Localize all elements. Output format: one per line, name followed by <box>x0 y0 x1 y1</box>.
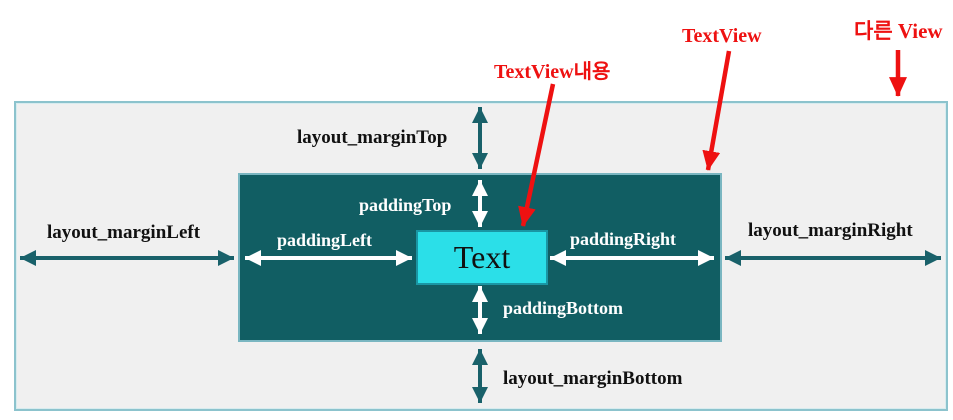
layout-margin-bottom-label: layout_marginBottom <box>503 368 683 389</box>
layout-margin-left-label: layout_marginLeft <box>47 222 201 243</box>
padding-right-label: paddingRight <box>570 229 677 249</box>
padding-left-label: paddingLeft <box>277 230 373 250</box>
padding-bottom-label: paddingBottom <box>503 298 624 318</box>
text-content-label: Text <box>453 239 511 275</box>
other-view-annotation: 다른 View <box>854 19 943 43</box>
textview-annotation: TextView <box>682 25 762 47</box>
text-content-box: Text <box>416 230 548 285</box>
layout-margin-right-label: layout_marginRight <box>748 220 913 241</box>
layout-margin-top-label: layout_marginTop <box>297 127 448 148</box>
padding-top-label: paddingTop <box>359 195 452 215</box>
textview-content-annotation: TextView내용 <box>494 61 611 83</box>
